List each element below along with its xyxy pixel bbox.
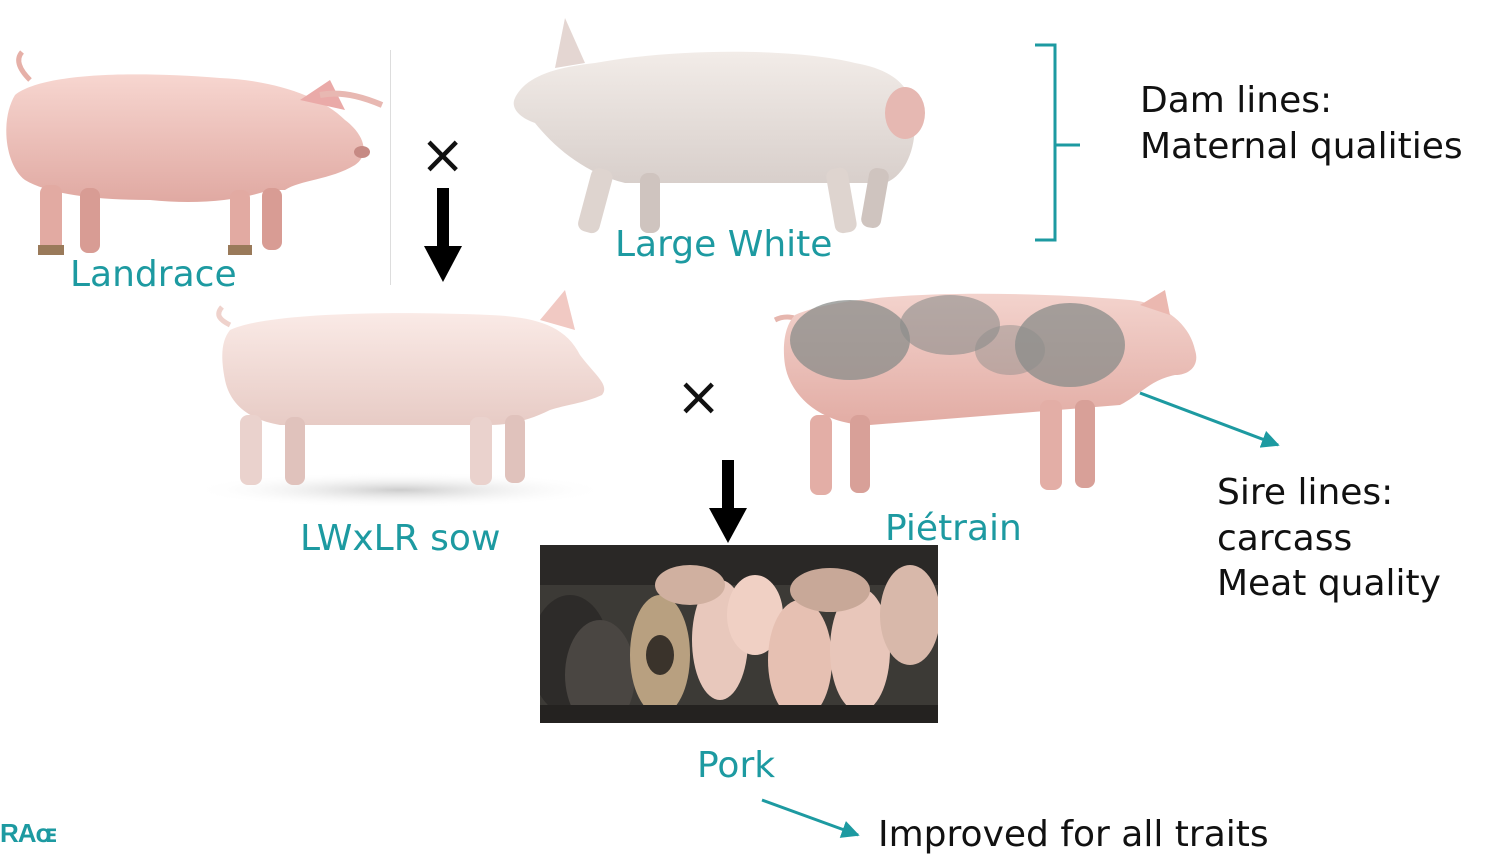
dam-lines-bracket (1035, 45, 1080, 240)
sire-lines-trait-2: Meat quality (1217, 561, 1441, 607)
lwxlr-sow-label: LWxLR sow (300, 516, 500, 561)
landrace-label: Landrace (70, 252, 237, 297)
improved-text: Improved for all traits (878, 812, 1269, 857)
sire-lines-text: Sire lines: carcass Meat quality (1217, 470, 1441, 607)
pietrain-label: Piétrain (885, 506, 1022, 551)
sire-lines-trait-1: carcass (1217, 516, 1441, 562)
dam-lines-heading: Dam lines: (1140, 78, 1463, 124)
arrow-to-sow (424, 188, 462, 282)
pork-to-improved-arrow (762, 800, 858, 835)
cross-symbol-bottom: × (676, 370, 721, 424)
sire-lines-heading: Sire lines: (1217, 470, 1441, 516)
dam-lines-trait: Maternal qualities (1140, 124, 1463, 170)
large-white-label: Large White (615, 222, 832, 267)
inrae-logo: RAɶ (0, 818, 56, 849)
cross-symbol-top: × (420, 128, 465, 182)
pork-label: Pork (697, 743, 775, 788)
arrow-to-pork (709, 460, 747, 543)
pietrain-to-sire-arrow (1140, 393, 1278, 445)
dam-lines-text: Dam lines: Maternal qualities (1140, 78, 1463, 169)
